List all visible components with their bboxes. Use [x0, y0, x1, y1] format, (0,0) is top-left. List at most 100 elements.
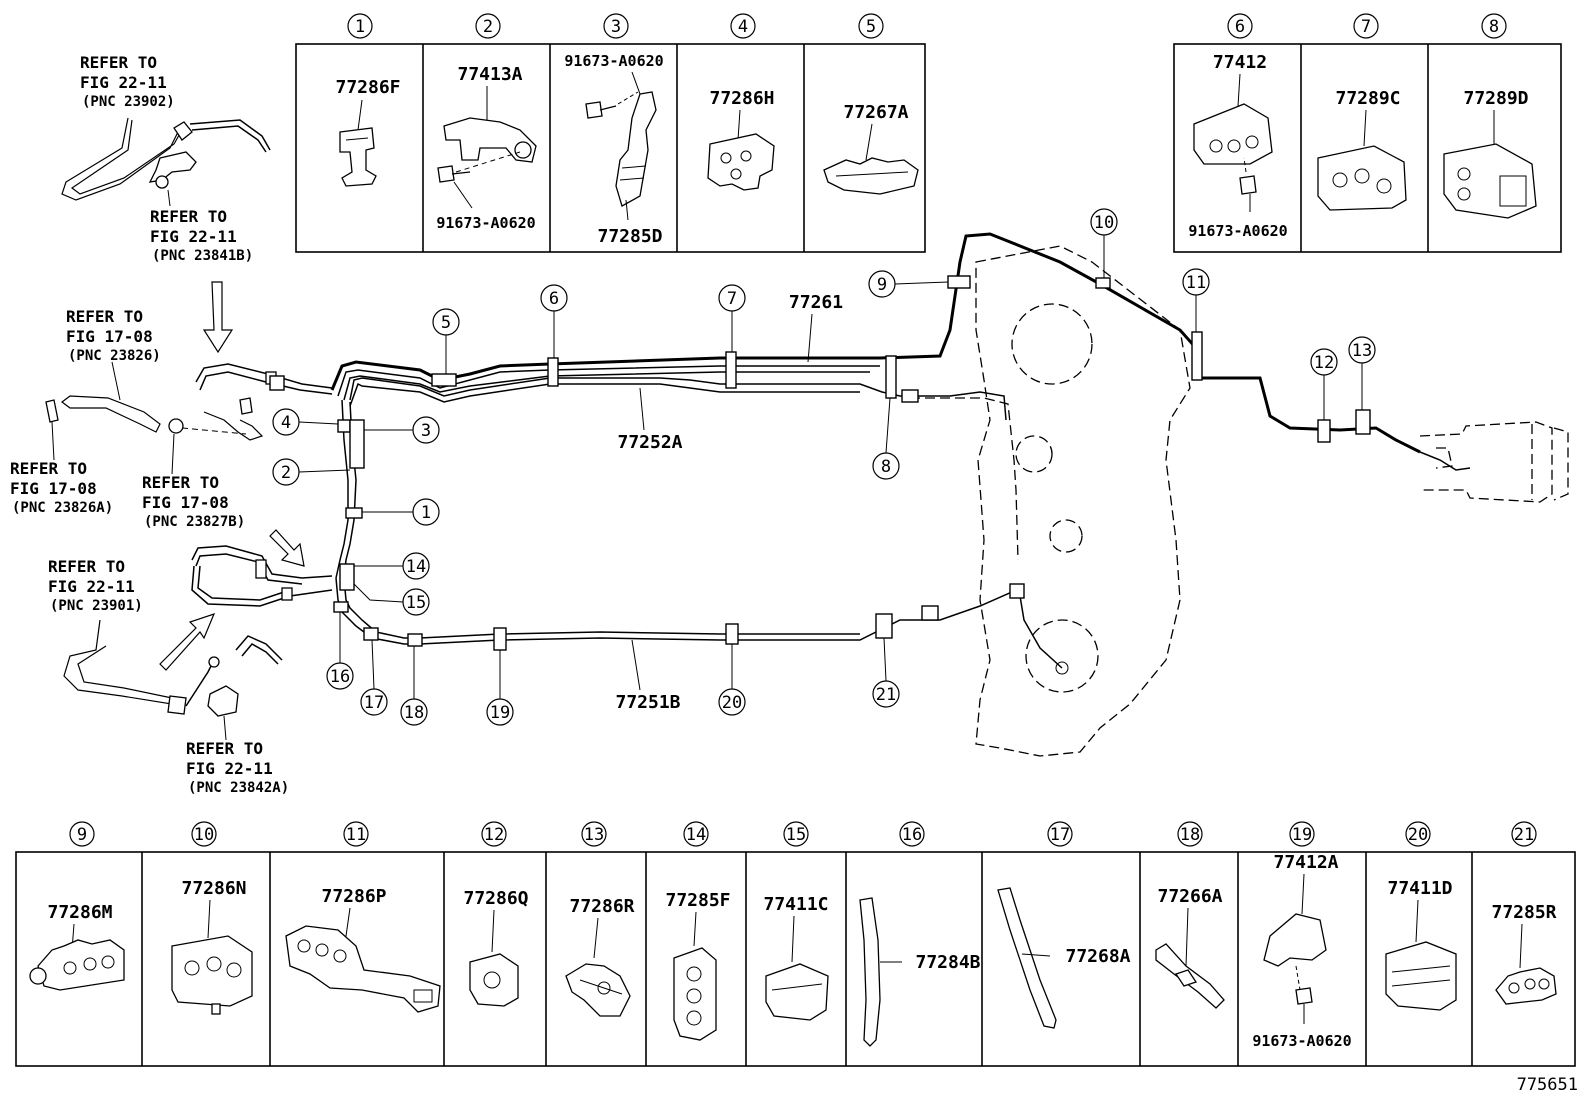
clamp-77289C-shape [1317, 145, 1407, 211]
svg-text:10: 10 [194, 825, 214, 845]
svg-text:20: 20 [722, 693, 742, 713]
part-number-77268A: 77268A [1065, 946, 1130, 967]
clamp-10-marker [1095, 277, 1111, 289]
reference-label-2: REFER TO FIG 22-11 (PNC 23841B) [150, 207, 253, 264]
svg-text:14: 14 [686, 825, 706, 845]
callout-10: 10 [1090, 208, 1118, 278]
part-number-77286Q: 77286Q [463, 888, 528, 909]
clip-23827B [168, 418, 184, 434]
part-number-77286H: 77286H [709, 88, 774, 109]
svg-text:18: 18 [1180, 825, 1200, 845]
svg-text:6: 6 [549, 289, 559, 309]
svg-text:1: 1 [421, 503, 431, 523]
svg-text:17: 17 [1050, 825, 1070, 845]
part-number-91673-A0620: 91673-A0620 [1252, 1032, 1351, 1050]
svg-text:(PNC 23826): (PNC 23826) [68, 348, 161, 364]
top-left-table-frame [295, 43, 926, 253]
table-header-19: 19 [1289, 821, 1315, 847]
part-number-77411C: 77411C [763, 894, 828, 915]
table-header-16: 16 [899, 821, 925, 847]
clamp-19-marker [493, 627, 507, 651]
bracket-77413A-shape [443, 117, 537, 163]
table-header-14: 14 [683, 821, 709, 847]
svg-text:FIG 22-11: FIG 22-11 [48, 577, 135, 596]
svg-text:14: 14 [406, 557, 426, 577]
callouts: 1 2 3 4 5 6 7 8 9 10 11 12 13 14 15 16 1… [272, 208, 1376, 726]
part-number-77285D: 77285D [597, 226, 662, 247]
svg-text:21: 21 [876, 685, 896, 705]
part-number-91673-A0620: 91673-A0620 [1188, 222, 1287, 240]
callout-13: 13 [1348, 336, 1376, 410]
callout-19: 19 [486, 650, 514, 726]
part-number-91673-A0620: 91673-A0620 [564, 52, 663, 70]
bottom-table-frame [15, 851, 1576, 1067]
svg-text:(PNC 23826A): (PNC 23826A) [12, 500, 113, 516]
clamp-77412A-shape [1263, 913, 1327, 967]
table-header-9: 9 [69, 821, 95, 847]
svg-text:9: 9 [877, 275, 887, 295]
clamp-77286P-shape [285, 925, 441, 1013]
pipe-77252A [349, 377, 1007, 421]
table-header-12: 12 [481, 821, 507, 847]
table-header-8: 8 [1481, 13, 1507, 39]
clamp-77286H-shape [707, 133, 775, 191]
svg-text:10: 10 [1094, 213, 1114, 233]
part-number-77284B: 77284B [915, 952, 980, 973]
tube-77268A-shape [997, 887, 1057, 1029]
callout-3: 3 [364, 416, 440, 444]
reference-label-4: REFER TO FIG 17-08 (PNC 23826A) [10, 459, 113, 516]
fuel-tank-outline [975, 245, 1191, 757]
svg-text:(PNC 23901): (PNC 23901) [50, 598, 143, 614]
clamp-5-marker [431, 373, 457, 387]
callout-17: 17 [360, 639, 388, 716]
part-number-77412A: 77412A [1273, 852, 1338, 873]
clamp-77285F-shape [673, 947, 717, 1041]
svg-text:FIG 17-08: FIG 17-08 [66, 327, 153, 346]
callout-7: 7 [718, 284, 746, 352]
clamp-18-marker [407, 633, 423, 647]
direction-arrow [159, 613, 216, 671]
table-header-2: 2 [475, 13, 501, 39]
part-number-77285R: 77285R [1491, 902, 1556, 923]
table-header-15: 15 [783, 821, 809, 847]
callout-16: 16 [326, 612, 354, 690]
table-header-3: 3 [603, 13, 629, 39]
connector-23841B [148, 151, 197, 183]
pipe-77251B [335, 577, 1063, 669]
part-number-77286M: 77286M [47, 902, 112, 923]
clamp-21-marker [875, 613, 893, 639]
svg-text:REFER TO: REFER TO [10, 459, 87, 478]
svg-text:5: 5 [441, 313, 451, 333]
svg-text:15: 15 [406, 593, 426, 613]
label-77252A: 77252A [617, 432, 682, 453]
svg-text:12: 12 [1314, 353, 1334, 373]
reference-label-6: REFER TO FIG 22-11 (PNC 23901) [48, 557, 143, 614]
svg-text:FIG 17-08: FIG 17-08 [142, 493, 229, 512]
figure-id: 775651 [1517, 1075, 1578, 1095]
clamp-77289D-shape [1443, 143, 1537, 219]
clamp-77267A-shape [823, 157, 919, 195]
svg-text:18: 18 [404, 703, 424, 723]
svg-text:13: 13 [1352, 341, 1372, 361]
svg-text:REFER TO: REFER TO [142, 473, 219, 492]
callout-6: 6 [540, 284, 568, 358]
svg-text:(PNC 23827B): (PNC 23827B) [144, 514, 245, 530]
clamp-13-marker [1355, 409, 1371, 435]
clamp-14-15-marker [339, 563, 355, 591]
pipe-77261 [330, 232, 1421, 454]
direction-arrow [202, 281, 234, 354]
svg-text:3: 3 [421, 421, 431, 441]
part-number-77412: 77412 [1213, 52, 1267, 73]
callout-18: 18 [400, 646, 428, 726]
table-header-5: 5 [858, 13, 884, 39]
svg-text:FIG 17-08: FIG 17-08 [10, 479, 97, 498]
table-header-6: 6 [1227, 13, 1253, 39]
callout-2: 2 [272, 458, 351, 486]
clamp-77412-shape [1193, 103, 1273, 165]
bolt-shape [1239, 175, 1257, 195]
part-number-77286R: 77286R [569, 896, 634, 917]
svg-text:1: 1 [355, 17, 365, 37]
svg-text:12: 12 [484, 825, 504, 845]
top-right-parts-table: 6 7 8 77412 91673-A0620 77289C 77289D [1173, 13, 1562, 253]
svg-text:5: 5 [866, 17, 876, 37]
